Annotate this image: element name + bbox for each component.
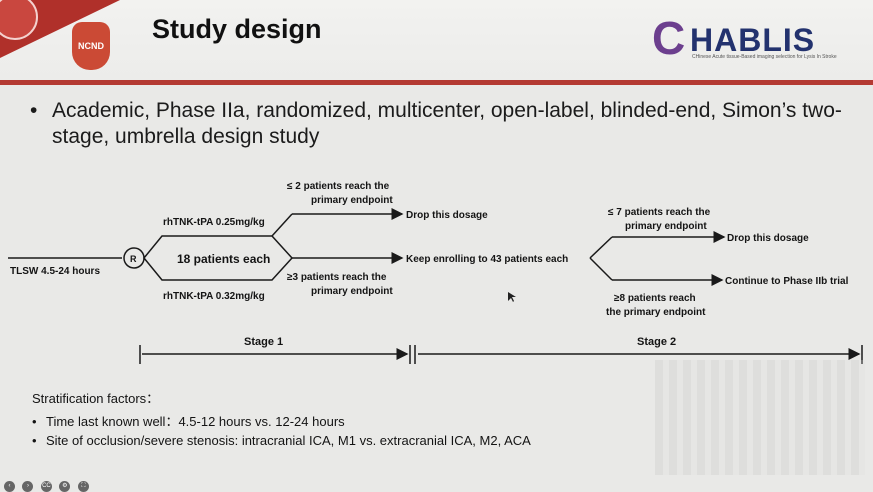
s1-low-line2: primary endpoint — [311, 195, 393, 206]
slide-title: Study design — [152, 14, 322, 44]
chablis-logo-text: HABLIS — [690, 22, 816, 58]
slide-header: NCND Study design C HABLIS CHinese Acute… — [0, 0, 873, 80]
continue-label: Continue to Phase IIb trial — [725, 276, 849, 287]
stage1-up-branch — [271, 213, 293, 237]
drop1-label: Drop this dosage — [406, 210, 488, 221]
mouse-cursor-icon — [508, 292, 516, 302]
fullscreen-button[interactable]: ⛶ — [77, 481, 89, 492]
header-divider — [0, 80, 873, 85]
ncnd-logo: NCND — [72, 22, 110, 70]
bullet-dot: • — [32, 433, 37, 448]
bullet-dot: • — [30, 99, 38, 122]
captions-button[interactable]: CC — [40, 481, 52, 492]
keep-label: Keep enrolling to 43 patients each — [406, 254, 568, 265]
stage1-label: Stage 1 — [244, 336, 283, 348]
design-bullet-text: Academic, Phase IIa, randomized, multice… — [52, 99, 842, 148]
player-controls: ‹ › CC ⚙ ⛶ — [4, 474, 92, 492]
s2-high-line1: ≥8 patients reach — [614, 293, 696, 304]
arm-bottom-label: rhTNK-tPA 0.32mg/kg — [163, 291, 265, 302]
stratification-item-text: Time last known well：4.5-12 hours vs. 12… — [46, 414, 345, 429]
s1-high-line2: primary endpoint — [311, 286, 393, 297]
per-arm-label: 18 patients each — [177, 252, 270, 266]
stratification-item-text: Site of occlusion/severe stenosis: intra… — [46, 433, 531, 448]
stratification-item: • Time last known well：4.5-12 hours vs. 1… — [32, 411, 345, 430]
stage2-label: Stage 2 — [637, 336, 676, 348]
s2-low-line2: primary endpoint — [625, 221, 707, 232]
drop2-label: Drop this dosage — [727, 233, 809, 244]
bullet-dot: • — [32, 414, 37, 429]
stage2-up-branch — [589, 236, 613, 259]
next-slide-button[interactable]: › — [22, 481, 34, 492]
chablis-logo-subtitle: CHinese Acute tissue-Based imaging selec… — [692, 54, 837, 60]
chablis-logo: C HABLIS CHinese Acute tissue-Based imag… — [652, 12, 862, 68]
building-watermark — [655, 360, 865, 475]
s2-low-line1: ≤ 7 patients reach the — [608, 207, 711, 218]
s1-high-line1: ≥3 patients reach the — [287, 272, 387, 283]
start-label: TLSW 4.5-24 hours — [10, 266, 100, 277]
arm-top-label: rhTNK-tPA 0.25mg/kg — [163, 217, 265, 228]
stratification-item: • Site of occlusion/severe stenosis: intr… — [32, 433, 531, 448]
stratification-title: Stratification factors： — [32, 391, 160, 406]
s1-low-line1: ≤ 2 patients reach the — [287, 181, 390, 192]
s2-high-line2: the primary endpoint — [606, 307, 706, 318]
randomize-label: R — [130, 254, 137, 264]
chablis-logo-c: C — [652, 12, 686, 64]
prev-slide-button[interactable]: ‹ — [4, 481, 15, 492]
settings-button[interactable]: ⚙ — [59, 481, 71, 492]
stage2-down-branch — [589, 257, 613, 281]
